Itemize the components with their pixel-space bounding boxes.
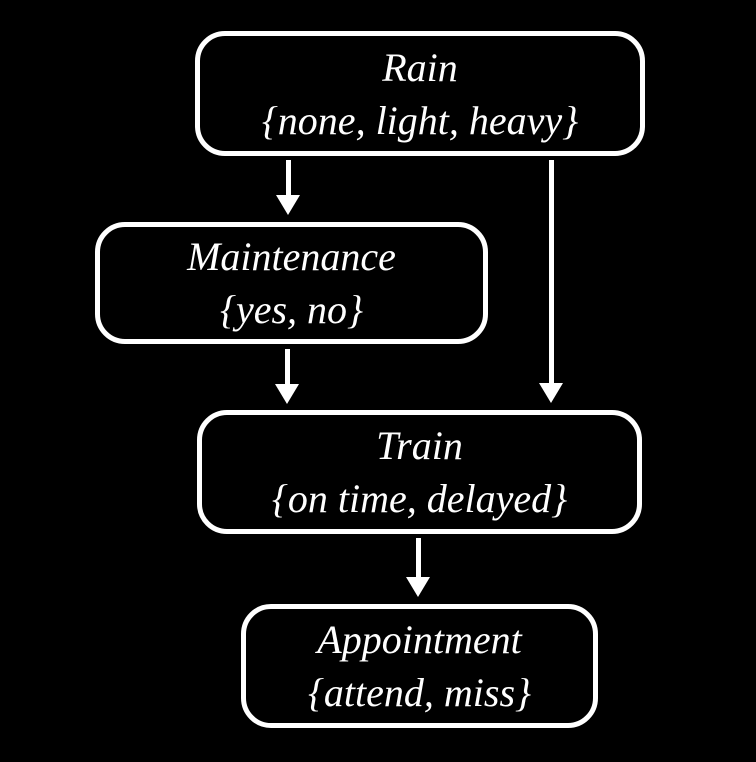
arrow-shaft [548,160,554,383]
node-rain-title: Rain [382,44,458,90]
arrow-head-icon [276,195,300,215]
arrow-shaft [285,160,291,195]
node-train-values: {on time, delayed} [271,476,568,521]
arrow-shaft [415,538,421,577]
node-maintenance: Maintenance {yes, no} [95,222,488,344]
node-appointment: Appointment {attend, miss} [241,604,598,728]
arrow-head-icon [539,383,563,403]
arrow-head-icon [275,384,299,404]
node-appointment-title: Appointment [317,617,522,662]
node-appointment-values: {attend, miss} [307,670,532,715]
node-train: Train {on time, delayed} [197,410,642,534]
edge-rain-to-maintenance-arrow [276,160,300,215]
arrow-shaft [284,349,290,384]
arrow-head-icon [406,577,430,597]
edge-maintenance-to-train-arrow [275,349,299,404]
edge-train-to-appointment-arrow [406,538,430,597]
node-train-title: Train [376,423,463,468]
node-rain-values: {none, light, heavy} [261,97,579,143]
node-maintenance-values: {yes, no} [219,287,364,332]
edge-rain-to-train-arrow [539,160,563,403]
node-maintenance-title: Maintenance [187,234,396,279]
node-rain: Rain {none, light, heavy} [195,31,645,156]
